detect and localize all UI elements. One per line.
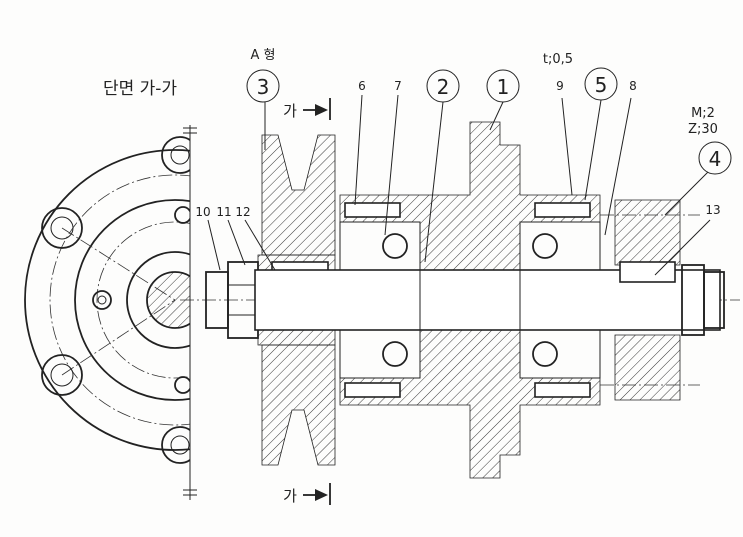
part-number-11: 11 (216, 205, 231, 219)
section-view (24, 136, 190, 464)
section-marker-top: 가 (283, 102, 297, 120)
balloon-5: 5 (584, 67, 618, 101)
teeth-note: Z;30 (688, 122, 718, 137)
svg-text:5: 5 (595, 73, 608, 97)
right-nut (681, 264, 725, 336)
part-number-13: 13 (705, 203, 720, 217)
svg-text:2: 2 (437, 75, 450, 99)
part-number-9: 9 (556, 79, 564, 93)
left-nut (205, 261, 259, 339)
section-arrow-bottom (303, 483, 331, 505)
tolerance-note: t;0,5 (543, 52, 573, 67)
part-number-6: 6 (358, 79, 366, 93)
balloon-4: 4 (698, 141, 732, 175)
section-marker-bottom: 가 (283, 487, 297, 505)
part-number-10: 10 (195, 205, 210, 219)
module-note: M;2 (691, 106, 715, 121)
housing (339, 121, 601, 479)
balloon-1: 1 (486, 69, 520, 103)
balloon-2: 2 (426, 69, 460, 103)
svg-text:1: 1 (497, 75, 510, 99)
balloon-3: 3 (246, 69, 280, 103)
part-number-7: 7 (394, 79, 402, 93)
leader-lines (207, 94, 711, 276)
part-number-8: 8 (629, 79, 637, 93)
spur-gear (600, 199, 700, 401)
section-arrow-top (303, 98, 331, 120)
bolt-holes (41, 136, 190, 464)
pulley-type-label: A 형 (251, 48, 276, 63)
svg-text:3: 3 (257, 75, 270, 99)
part-number-12: 12 (235, 205, 250, 219)
svg-text:4: 4 (709, 147, 722, 171)
section-title: 단면 가-가 (103, 79, 177, 99)
